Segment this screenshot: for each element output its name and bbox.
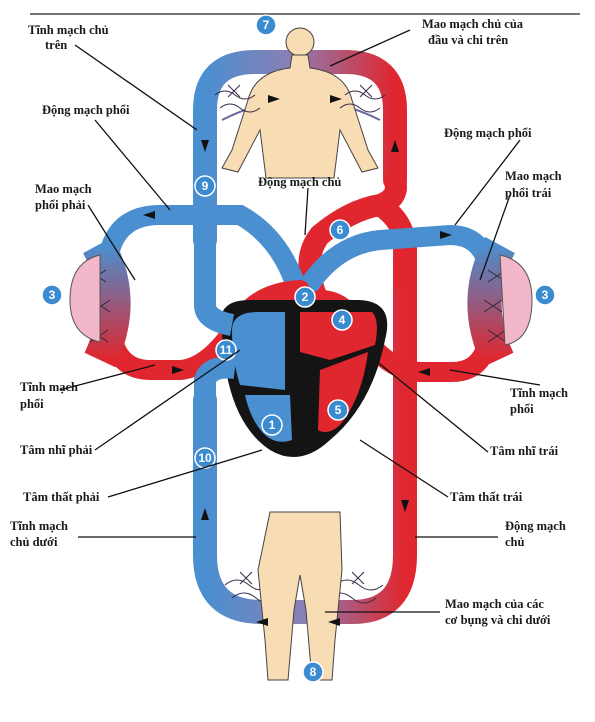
label-lower-capillaries: Mao mạch của các cơ bụng và chi dưới: [445, 597, 551, 627]
svg-text:10: 10: [198, 451, 212, 465]
label-head-capillaries: Mao mạch chủ của đầu và chi trên: [422, 17, 526, 47]
marker-11: 11: [215, 339, 237, 361]
marker-3-left: 3: [41, 284, 63, 306]
head-capillary-net: [214, 84, 386, 113]
label-left-lung-capillaries: Mao mạch phổi trái: [505, 169, 565, 200]
svg-text:7: 7: [263, 18, 270, 32]
svg-text:3: 3: [49, 288, 56, 302]
label-right-pulm-vein: Tĩnh mạch phổi: [20, 380, 81, 411]
label-left-ventricle: Tâm thất trái: [450, 490, 523, 504]
svg-text:3: 3: [542, 288, 549, 302]
marker-9: 9: [194, 175, 216, 197]
right-atrium-chamber: [232, 312, 285, 390]
marker-8: 8: [302, 661, 324, 683]
lower-body-figure: [257, 511, 343, 681]
svg-text:11: 11: [220, 343, 233, 357]
svg-text:9: 9: [202, 179, 209, 193]
left-lung: [499, 254, 533, 346]
label-right-lung-capillaries: Mao mạch phổi phải: [35, 182, 95, 212]
marker-7: 7: [255, 14, 277, 36]
svg-text:1: 1: [269, 418, 276, 432]
label-sup-vena-cava: Tĩnh mạch chủ trên: [28, 23, 112, 52]
heart: [220, 300, 388, 458]
marker-10: 10: [194, 447, 216, 469]
leader-lines: [59, 29, 541, 613]
marker-4: 4: [331, 309, 353, 331]
svg-text:6: 6: [337, 223, 344, 237]
svg-text:8: 8: [310, 665, 317, 679]
marker-2: 2: [294, 286, 316, 308]
flow-arrows: [143, 95, 452, 626]
svg-text:2: 2: [302, 290, 309, 304]
marker-3-right: 3: [534, 284, 556, 306]
marker-6: 6: [329, 219, 351, 241]
marker-5: 5: [327, 399, 349, 421]
right-lung: [69, 254, 101, 343]
label-aorta-top: Động mạch chủ: [258, 175, 341, 189]
label-right-ventricle: Tâm thất phải: [23, 490, 100, 504]
label-left-pulm-vein: Tĩnh mạch phổi: [510, 386, 571, 416]
upper-body-figure: [221, 27, 379, 179]
label-left-pulm-artery: Động mạch phổi: [444, 126, 532, 140]
label-right-atrium: Tâm nhĩ phải: [20, 443, 93, 457]
label-right-pulm-artery: Động mạch phổi: [42, 103, 130, 117]
left-atrium-chamber: [300, 312, 377, 360]
label-inf-vena-cava: Tĩnh mạch chủ dưới: [10, 519, 71, 549]
svg-text:5: 5: [335, 403, 342, 417]
label-left-atrium: Tâm nhĩ trái: [490, 444, 559, 458]
vena-cavae: [194, 240, 237, 400]
marker-1: 1: [261, 414, 283, 436]
svg-text:4: 4: [339, 313, 346, 327]
label-aorta-bottom: Động mạch chủ: [505, 519, 569, 549]
